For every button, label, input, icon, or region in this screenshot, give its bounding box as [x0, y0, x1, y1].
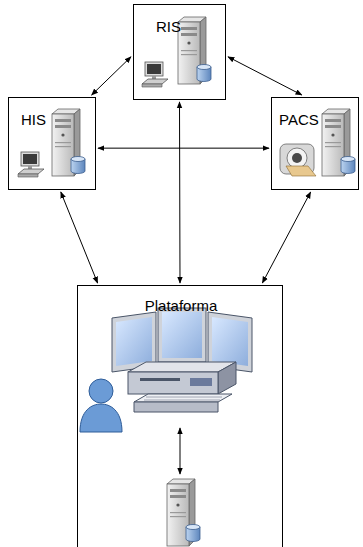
system-box: RIS — [133, 4, 226, 100]
system-box: HIS — [8, 97, 96, 190]
connector-arrow — [228, 57, 302, 95]
ris-server — [142, 17, 211, 87]
user-icon — [80, 379, 122, 432]
system-name: HIS — [21, 112, 46, 129]
link-arrow — [180, 428, 181, 474]
system-box: PACS — [271, 97, 359, 190]
connector-arrow — [98, 148, 269, 149]
connector-arrow — [92, 57, 131, 95]
system-name: PACS — [279, 112, 319, 129]
system-name: Plataforma — [145, 298, 218, 315]
system-name: RIS — [156, 19, 181, 36]
pacs-server — [280, 109, 355, 176]
connector-arrow — [262, 192, 310, 283]
scanner-icon — [280, 144, 316, 176]
platform-server — [167, 479, 200, 546]
his-server — [18, 109, 85, 177]
connector-arrow — [61, 192, 98, 283]
system-box: Plataforma — [77, 285, 283, 547]
connector-arrow — [179, 102, 181, 283]
workstation — [112, 308, 252, 412]
